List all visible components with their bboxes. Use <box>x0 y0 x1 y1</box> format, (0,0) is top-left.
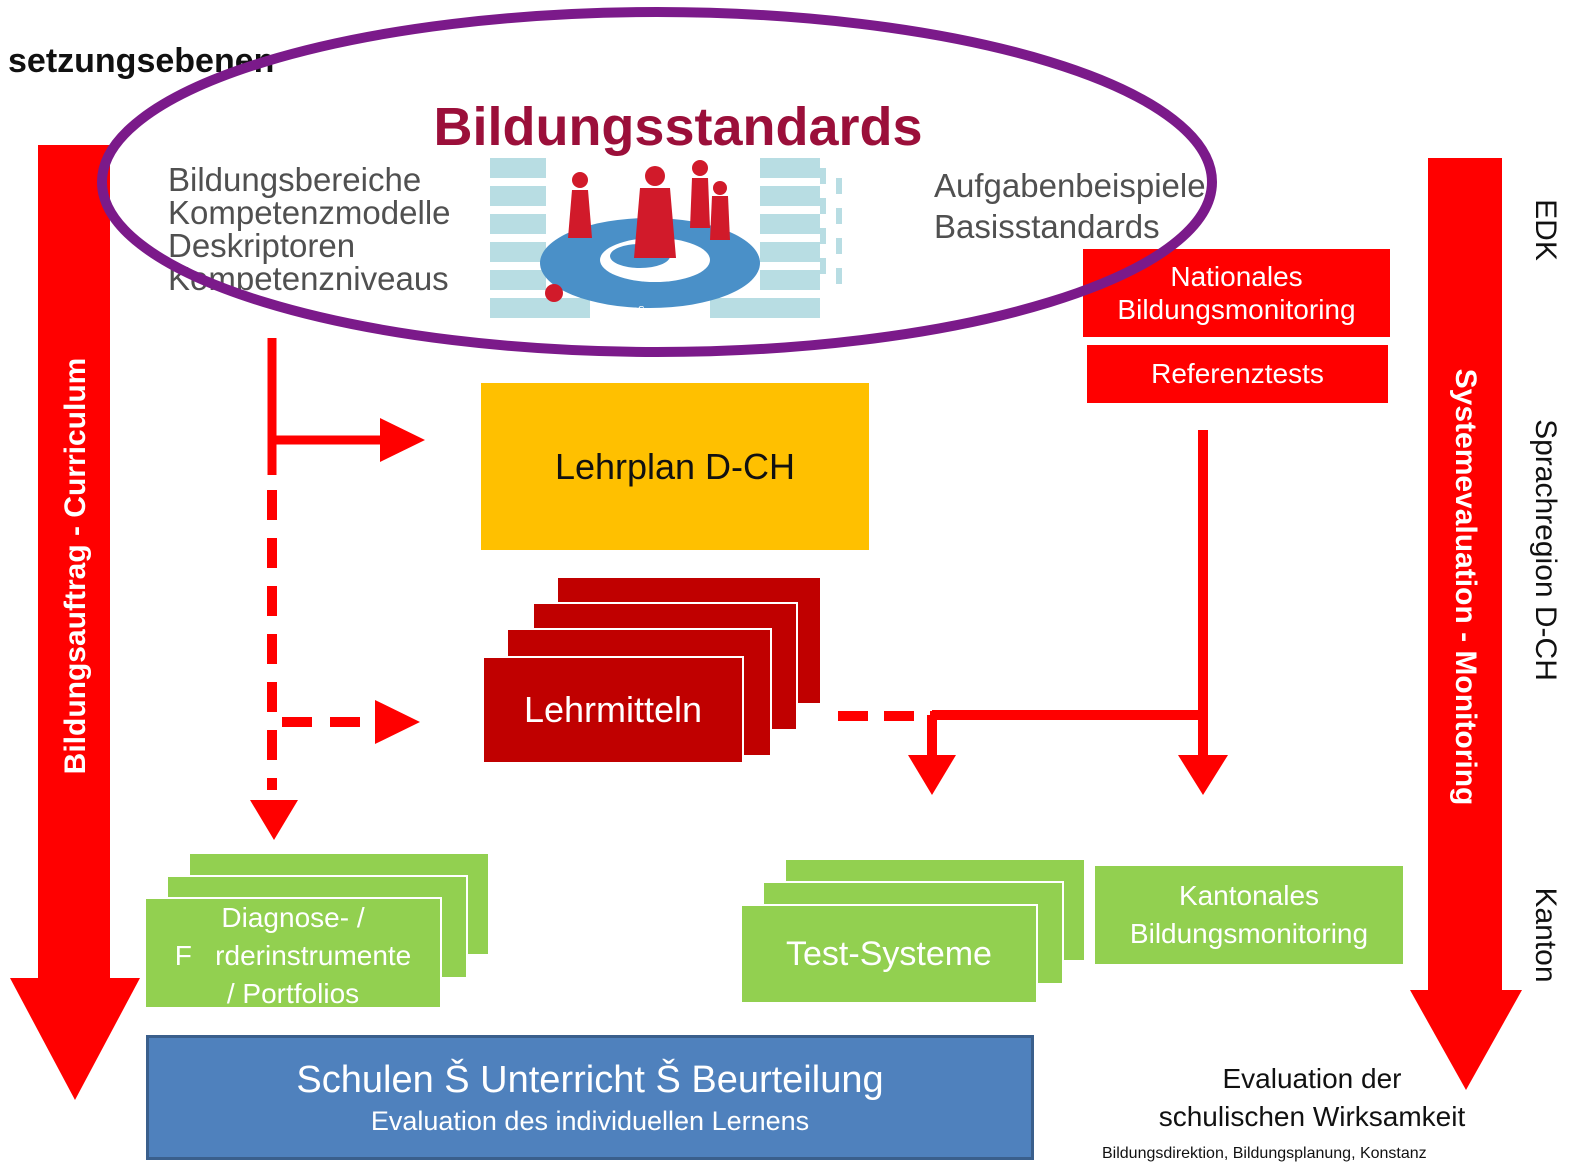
evaluation-text: Evaluation der schulischen Wirksamkeit <box>1100 1060 1524 1136</box>
diagnose-label-line1: Diagnose- / <box>221 902 365 933</box>
left-big-arrow <box>10 145 140 1100</box>
evaluation-line1: Evaluation der <box>1222 1063 1402 1094</box>
right-arrow-label: Systemevaluation - Monitoring <box>1449 368 1482 806</box>
lehrmitteln-label: Lehrmitteln <box>523 689 703 730</box>
right-big-arrow <box>1410 158 1522 1090</box>
testsysteme-label: Test-Systeme <box>786 934 992 973</box>
lehrplan-box: Lehrplan D-CH <box>481 383 869 550</box>
standards-to-lehrplan-connector <box>267 338 395 475</box>
lehrmitteln-box: Lehrmitteln <box>482 656 744 764</box>
level-label-sprachregion: Sprachregion D-CH <box>1529 419 1562 681</box>
lehrplan-label: Lehrplan D-CH <box>554 445 796 487</box>
standards-title: Bildungsstandards <box>433 97 923 157</box>
referenztests-box: Referenztests <box>1087 345 1388 403</box>
harmos-logo-text: HarmoS <box>608 305 645 316</box>
diagnose-box: Diagnose- / F rderinstrumente / Portfoli… <box>144 897 442 1009</box>
schulen-subtitle: Evaluation des individuellen Lernens <box>370 1105 810 1136</box>
level-label-edk: EDK <box>1529 199 1562 261</box>
arrowhead-lehrmitteln <box>375 700 420 744</box>
arrowhead-testsysteme <box>908 755 956 795</box>
harmos-logo-graphic: HarmoS <box>490 158 842 318</box>
level-label-kanton: Kanton <box>1529 887 1562 983</box>
standards-item: Deskriptoren <box>168 227 356 264</box>
diagnose-label-line3: / Portfolios <box>226 978 360 1009</box>
referenztests-label: Referenztests <box>1151 358 1324 389</box>
testsysteme-box: Test-Systeme <box>740 904 1038 1004</box>
arrowhead-kantonales <box>1178 755 1228 795</box>
arrowhead-lehrplan <box>380 418 425 462</box>
standards-item: Aufgabenbeispiele <box>934 167 1206 204</box>
arrowhead-diagnose <box>250 800 298 840</box>
standards-item: Basisstandards <box>934 208 1160 245</box>
kantonales-monitoring-box: Kantonales Bildungsmonitoring <box>1095 866 1403 964</box>
schulen-title: Schulen Š Unterricht Š Beurteilung <box>296 1058 884 1101</box>
schulen-box: Schulen Š Unterricht Š Beurteilung Evalu… <box>146 1035 1034 1160</box>
diagnose-label-line2: F rderinstrumente <box>174 940 412 971</box>
standards-item: Kompetenzmodelle <box>168 194 451 231</box>
dashed-vertical-connector <box>267 490 380 790</box>
standards-right-list: Aufgabenbeispiele Basisstandards <box>934 169 1206 243</box>
standards-highlight-ellipse <box>97 7 1217 357</box>
kantonales-monitoring-label: Kantonales Bildungsmonitoring <box>1129 880 1369 949</box>
referenztests-connector <box>927 430 1208 760</box>
standards-item: Bildungsbereiche <box>168 161 422 198</box>
source-footer: Bildungsdirektion, Bildungsplanung, Kons… <box>1102 1145 1427 1162</box>
evaluation-line2: schulischen Wirksamkeit <box>1158 1101 1466 1132</box>
nationales-monitoring-label: Nationales Bildungsmonitoring <box>1117 261 1356 325</box>
